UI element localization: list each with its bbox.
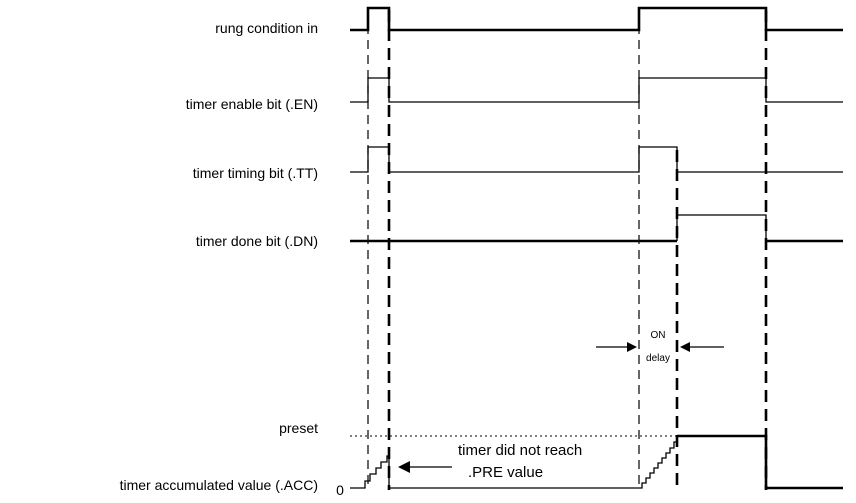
not-reached-label-line1: timer did not reach — [458, 442, 582, 459]
timing-bit-waveform — [350, 146, 843, 173]
acc-value-waveform-3 — [677, 434, 843, 490]
enable-bit-waveform — [350, 77, 843, 103]
on-delay-left-arrowhead — [627, 342, 637, 352]
on-delay-right-arrowhead — [680, 342, 690, 352]
done-bit-label: timer done bit (.DN) — [196, 233, 318, 249]
timing-bit-label: timer timing bit (.TT) — [193, 165, 318, 181]
rung-condition-waveform — [350, 6, 843, 32]
zero-label: 0 — [336, 482, 344, 498]
done-bit-waveform-high — [676, 214, 767, 241]
accumulated-value-label: timer accumulated value (.ACC) — [120, 477, 318, 493]
enable-bit-label: timer enable bit (.EN) — [186, 96, 318, 112]
not-reached-label-line2: .PRE value — [468, 464, 543, 481]
not-reached-arrowhead — [398, 461, 410, 473]
rung-condition-label: rung condition in — [215, 20, 318, 36]
acc-value-waveform-1 — [350, 455, 639, 489]
on-delay-label-line2: delay — [646, 353, 670, 364]
on-delay-label-line1: ON — [651, 330, 666, 341]
acc-value-waveform-2 — [639, 436, 678, 489]
preset-label: preset — [279, 420, 318, 436]
